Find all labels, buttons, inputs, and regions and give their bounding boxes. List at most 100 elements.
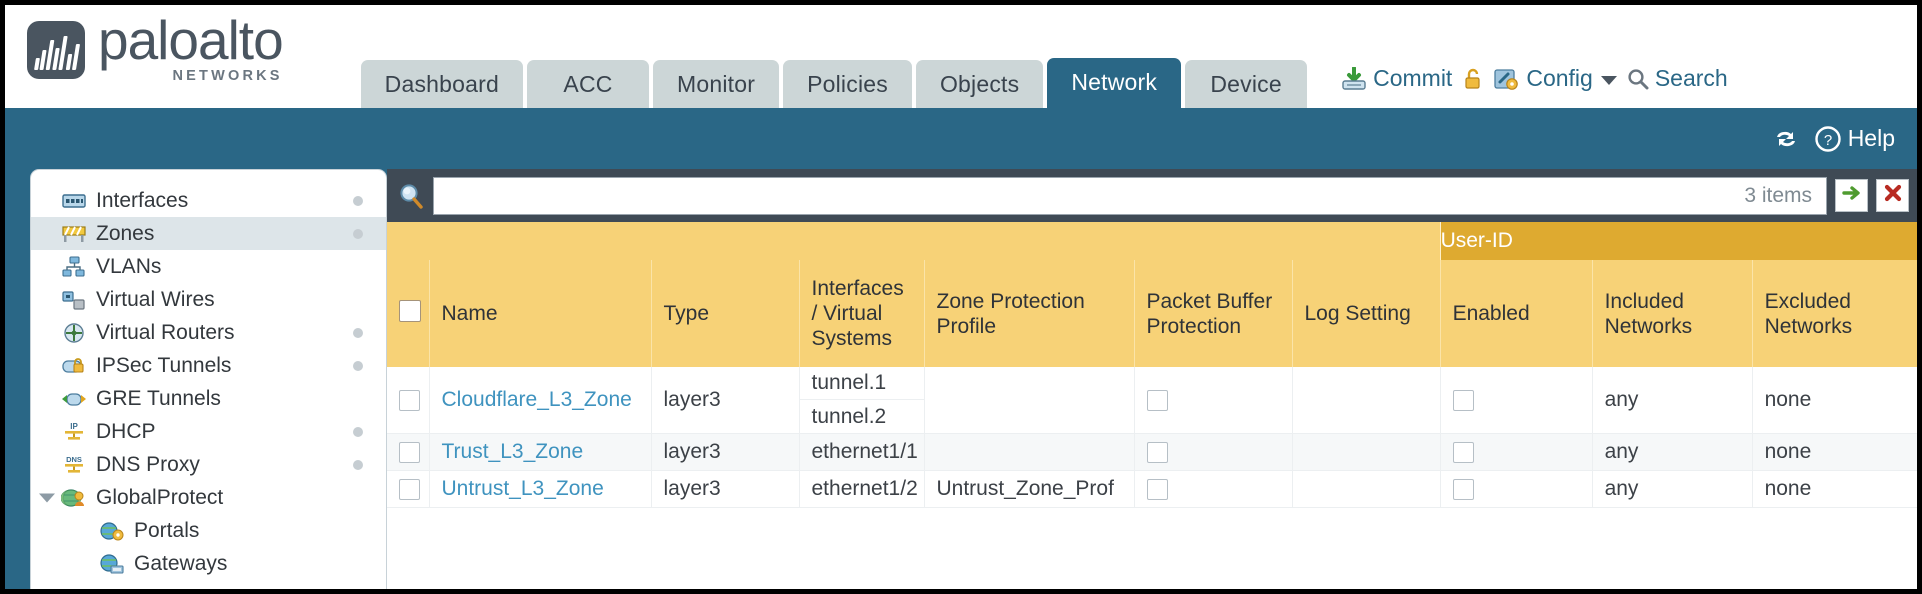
zones-icon: [61, 223, 87, 245]
sidebar-item-zones[interactable]: Zones: [31, 217, 386, 250]
sidebar-item-gateways[interactable]: Gateways: [31, 547, 386, 580]
sidebar-item-label: VLANs: [96, 254, 162, 278]
paloalto-logo: paloalto NETWORKS: [27, 9, 284, 84]
row-checkbox[interactable]: [399, 441, 420, 463]
cell-enabled: [1439, 470, 1593, 508]
help-question-icon: ?: [1814, 125, 1841, 152]
status-dot: [353, 459, 363, 470]
zone-name-link[interactable]: Trust_L3_Zone: [441, 440, 584, 463]
sidebar-item-dns-proxy[interactable]: DNS DNS Proxy: [31, 448, 386, 481]
column-header-type[interactable]: Type: [650, 260, 799, 367]
unlock-icon[interactable]: [1462, 67, 1484, 91]
column-header-name[interactable]: Name: [428, 260, 651, 367]
packet-buffer-checkbox[interactable]: [1146, 389, 1168, 411]
column-header-log-setting[interactable]: Log Setting: [1291, 260, 1441, 367]
brand-name: paloalto: [98, 9, 284, 71]
clear-filter-button[interactable]: [1876, 179, 1909, 212]
sidebar-item-portals[interactable]: Portals: [31, 514, 386, 547]
status-dot: [353, 360, 363, 371]
select-all-checkbox[interactable]: [399, 299, 421, 322]
table-group-header-row: User-ID: [387, 222, 1917, 260]
table-row[interactable]: Trust_L3_Zone layer3 ethernet1/1: [387, 433, 1917, 471]
column-header-excluded-networks[interactable]: Excluded Networks: [1751, 260, 1917, 367]
group-header-userid: User-ID: [1439, 222, 1917, 260]
status-dot: [353, 426, 363, 437]
cell-packet-buffer: [1133, 470, 1292, 508]
userid-enabled-checkbox[interactable]: [1452, 441, 1474, 463]
tab-network[interactable]: Network: [1047, 58, 1182, 108]
sidebar-item-label: DHCP: [96, 419, 156, 443]
packet-buffer-checkbox[interactable]: [1146, 441, 1168, 463]
interface-item: tunnel.2: [811, 404, 887, 428]
tab-monitor[interactable]: Monitor: [653, 60, 780, 108]
sidebar-item-vlans[interactable]: VLANs: [31, 250, 386, 283]
interface-item: tunnel.1: [799, 367, 924, 400]
virtual-routers-icon: [61, 322, 87, 344]
tab-objects[interactable]: Objects: [915, 60, 1044, 108]
tab-acc[interactable]: ACC: [527, 60, 649, 108]
zones-table-container: User-ID Name Type Interfaces / Virtual S…: [387, 222, 1917, 589]
column-header-enabled[interactable]: Enabled: [1439, 260, 1593, 367]
sidebar-item-gre-tunnels[interactable]: GRE Tunnels: [31, 382, 386, 415]
zones-content-panel: 3 items: [387, 169, 1917, 589]
zones-table: User-ID Name Type Interfaces / Virtual S…: [387, 222, 1917, 508]
svg-text:DNS: DNS: [66, 455, 82, 464]
cell-packet-buffer: [1133, 367, 1292, 434]
dns-proxy-icon: DNS: [61, 454, 87, 476]
help-button[interactable]: ? Help: [1814, 125, 1895, 152]
dhcp-icon: IP: [61, 421, 87, 443]
cell-log-setting: [1291, 470, 1441, 508]
sidebar-item-globalprotect[interactable]: GlobalProtect: [31, 481, 386, 514]
cell-packet-buffer: [1133, 433, 1292, 471]
tab-policies[interactable]: Policies: [783, 60, 912, 108]
search-input[interactable]: 3 items: [433, 176, 1827, 215]
commit-button[interactable]: Commit: [1341, 65, 1452, 92]
sidebar-item-label: IPSec Tunnels: [96, 353, 232, 377]
config-menu-button[interactable]: Config: [1494, 65, 1617, 92]
header-toolbar: Commit Config: [1341, 65, 1728, 92]
cell-type: layer3: [650, 367, 799, 434]
interface-item: ethernet1/1: [811, 440, 918, 463]
sidebar-item-ipsec-tunnels[interactable]: IPSec Tunnels: [31, 349, 386, 382]
svg-text:IP: IP: [70, 422, 78, 431]
interface-item: ethernet1/2: [811, 477, 918, 500]
magnifier-icon: [1627, 68, 1649, 90]
zone-name-link[interactable]: Cloudflare_L3_Zone: [441, 388, 632, 411]
cell-included-networks: any: [1591, 433, 1753, 471]
cell-enabled: [1439, 433, 1593, 471]
sidebar-item-virtual-routers[interactable]: Virtual Routers: [31, 316, 386, 349]
cell-included-networks: any: [1591, 470, 1753, 508]
packet-buffer-checkbox[interactable]: [1146, 478, 1168, 500]
column-header-included-networks[interactable]: Included Networks: [1591, 260, 1753, 367]
cell-excluded-networks: none: [1751, 367, 1917, 434]
cell-zone-protection: [923, 433, 1134, 471]
userid-enabled-checkbox[interactable]: [1452, 389, 1474, 411]
virtual-wires-icon: [61, 289, 87, 311]
column-header-interfaces[interactable]: Interfaces / Virtual Systems: [798, 260, 924, 367]
sidebar-item-dhcp[interactable]: IP DHCP: [31, 415, 386, 448]
sidebar-item-virtual-wires[interactable]: Virtual Wires: [31, 283, 386, 316]
userid-enabled-checkbox[interactable]: [1452, 478, 1474, 500]
sidebar-item-label: Gateways: [134, 551, 228, 575]
tab-dashboard[interactable]: Dashboard: [360, 60, 523, 108]
cell-name: Trust_L3_Zone: [428, 433, 651, 471]
row-checkbox[interactable]: [399, 389, 420, 411]
search-button[interactable]: Search: [1627, 65, 1728, 92]
row-select-cell: [387, 470, 429, 508]
column-header-packet-buffer[interactable]: Packet Buffer Protection: [1133, 260, 1292, 367]
cell-type: layer3: [650, 470, 799, 508]
network-sidebar: Interfaces Zones: [30, 169, 387, 589]
sidebar-item-label: Virtual Wires: [96, 287, 215, 311]
sidebar-item-interfaces[interactable]: Interfaces: [31, 184, 386, 217]
expand-collapse-icon[interactable]: [39, 493, 55, 502]
row-checkbox[interactable]: [399, 478, 420, 500]
table-row[interactable]: Cloudflare_L3_Zone layer3 tunnel.1 tunne…: [387, 367, 1917, 434]
apply-arrow-icon: [1841, 182, 1863, 209]
tab-device[interactable]: Device: [1185, 60, 1308, 108]
refresh-icon[interactable]: [1773, 128, 1799, 150]
zone-name-link[interactable]: Untrust_L3_Zone: [441, 477, 604, 500]
table-row[interactable]: Untrust_L3_Zone layer3 ethernet1/2 Untru…: [387, 470, 1917, 508]
help-label: Help: [1847, 125, 1895, 151]
column-header-zone-protection[interactable]: Zone Protection Profile: [923, 260, 1134, 367]
apply-filter-button[interactable]: [1835, 179, 1868, 212]
